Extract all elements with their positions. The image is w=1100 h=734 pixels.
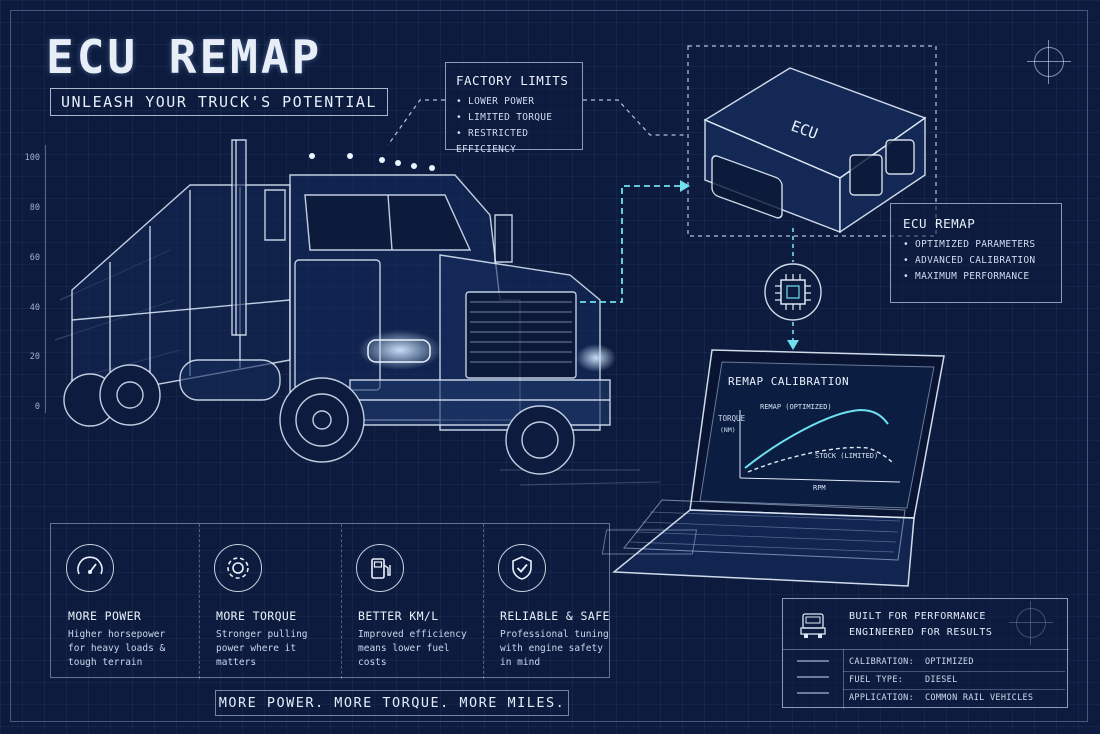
spec-row-key: APPLICATION: [849, 693, 915, 703]
feature-more-torque: MORE TORQUE Stronger pulling power where… [199, 524, 339, 679]
feature-better-kml: BETTER KM/L Improved efficiency means lo… [341, 524, 481, 679]
feature-description: Stronger pulling power where it matters [216, 629, 308, 668]
chart-y-unit: (NM) [720, 426, 736, 434]
ruler-tick-label: 40 [29, 303, 40, 313]
spec-headline: BUILT FOR PERFORMANCE [849, 611, 986, 622]
feature-title: BETTER KM/L [358, 609, 439, 623]
ecu-remap-box: ECU REMAP OPTIMIZED PARAMETERS ADVANCED … [890, 203, 1062, 303]
feature-reliable-safe: RELIABLE & SAFE Professional tuning with… [483, 524, 623, 679]
chart-y-label: TORQUE [718, 414, 746, 423]
ecu-remap-item: ADVANCED CALIBRATION [903, 253, 1049, 269]
dump-truck-illustration [63, 139, 611, 475]
feature-description: Professional tuning with engine safety i… [500, 629, 609, 668]
page-subtitle: UNLEASH YOUR TRUCK'S POTENTIAL [50, 88, 388, 116]
chart-x-label: RPM [813, 484, 826, 492]
ecu-remap-title: ECU REMAP [903, 216, 976, 231]
ruler-tick-label: 80 [29, 203, 40, 213]
stock-curve [747, 446, 895, 473]
spec-row-key: FUEL TYPE: [849, 675, 904, 685]
outer-frame [10, 10, 1088, 722]
feature-more-power: MORE POWER Higher horsepower for heavy l… [51, 524, 191, 679]
factory-limits-box: FACTORY LIMITS LOWER POWER LIMITED TORQU… [445, 62, 583, 155]
spec-subheadline: ENGINEERED FOR RESULTS [849, 627, 993, 638]
ruler-tick-label: 60 [29, 253, 40, 263]
page-title: ECU REMAP [46, 30, 323, 84]
ecu-remap-item: OPTIMIZED PARAMETERS [903, 237, 1049, 253]
feature-title: MORE TORQUE [216, 609, 297, 623]
truck-front-icon [797, 611, 829, 639]
spec-row: FUEL TYPE: DIESEL [843, 671, 1065, 690]
factory-limits-title: FACTORY LIMITS [456, 73, 569, 88]
spec-card: BUILT FOR PERFORMANCE ENGINEERED FOR RES… [782, 598, 1069, 709]
tagline: MORE POWER. MORE TORQUE. MORE MILES. [215, 690, 569, 716]
connector-lines [387, 45, 937, 237]
feature-description: Improved efficiency means lower fuel cos… [358, 629, 467, 668]
spec-row-value: COMMON RAIL VEHICLES [925, 693, 1034, 703]
fuel-pump-icon [356, 544, 404, 592]
feature-title: RELIABLE & SAFE [500, 609, 610, 623]
factory-limits-item: LIMITED TORQUE [456, 110, 572, 126]
gauge-icon [66, 544, 114, 592]
feature-title: MORE POWER [68, 609, 142, 623]
data-flow-line [580, 185, 682, 303]
optimized-curve [744, 408, 889, 469]
spec-row-value: OPTIMIZED [925, 657, 974, 667]
crosshair-icon [1027, 40, 1071, 84]
ecu-module [703, 67, 927, 234]
chip-icon [764, 263, 822, 321]
features-panel: MORE POWER Higher horsepower for heavy l… [50, 523, 610, 679]
spec-row-key: CALIBRATION: [849, 657, 915, 667]
factory-limits-item: LOWER POWER [456, 94, 572, 110]
roof-lights [309, 153, 435, 171]
factory-limits-item: RESTRICTED EFFICIENCY [456, 126, 572, 158]
headlight [576, 344, 616, 372]
gear-icon [214, 544, 262, 592]
optimized-series-label: REMAP (OPTIMIZED) [760, 403, 832, 411]
shield-check-icon [498, 544, 546, 592]
spec-ruler-icon [783, 649, 844, 709]
ruler-tick-label: 0 [34, 402, 40, 412]
spec-row-value: DIESEL [925, 675, 958, 685]
laptop-illustration [601, 349, 945, 587]
spec-row: CALIBRATION: OPTIMIZED [843, 653, 1065, 672]
spec-row: APPLICATION: COMMON RAIL VEHICLES [843, 689, 1065, 707]
spec-card-header: BUILT FOR PERFORMANCE ENGINEERED FOR RES… [783, 599, 1069, 650]
ruler-tick-label: 20 [29, 352, 40, 362]
ruler-tick-label: 100 [24, 153, 40, 163]
remap-calibration-title: REMAP CALIBRATION [728, 375, 850, 388]
vertical-ruler: 100 80 60 40 20 0 [22, 145, 52, 415]
ecu-remap-item: MAXIMUM PERFORMANCE [903, 269, 1049, 285]
stock-series-label: STOCK (LIMITED) [815, 452, 879, 460]
calibration-chart [739, 408, 901, 483]
feature-description: Higher horsepower for heavy loads & toug… [68, 629, 166, 668]
